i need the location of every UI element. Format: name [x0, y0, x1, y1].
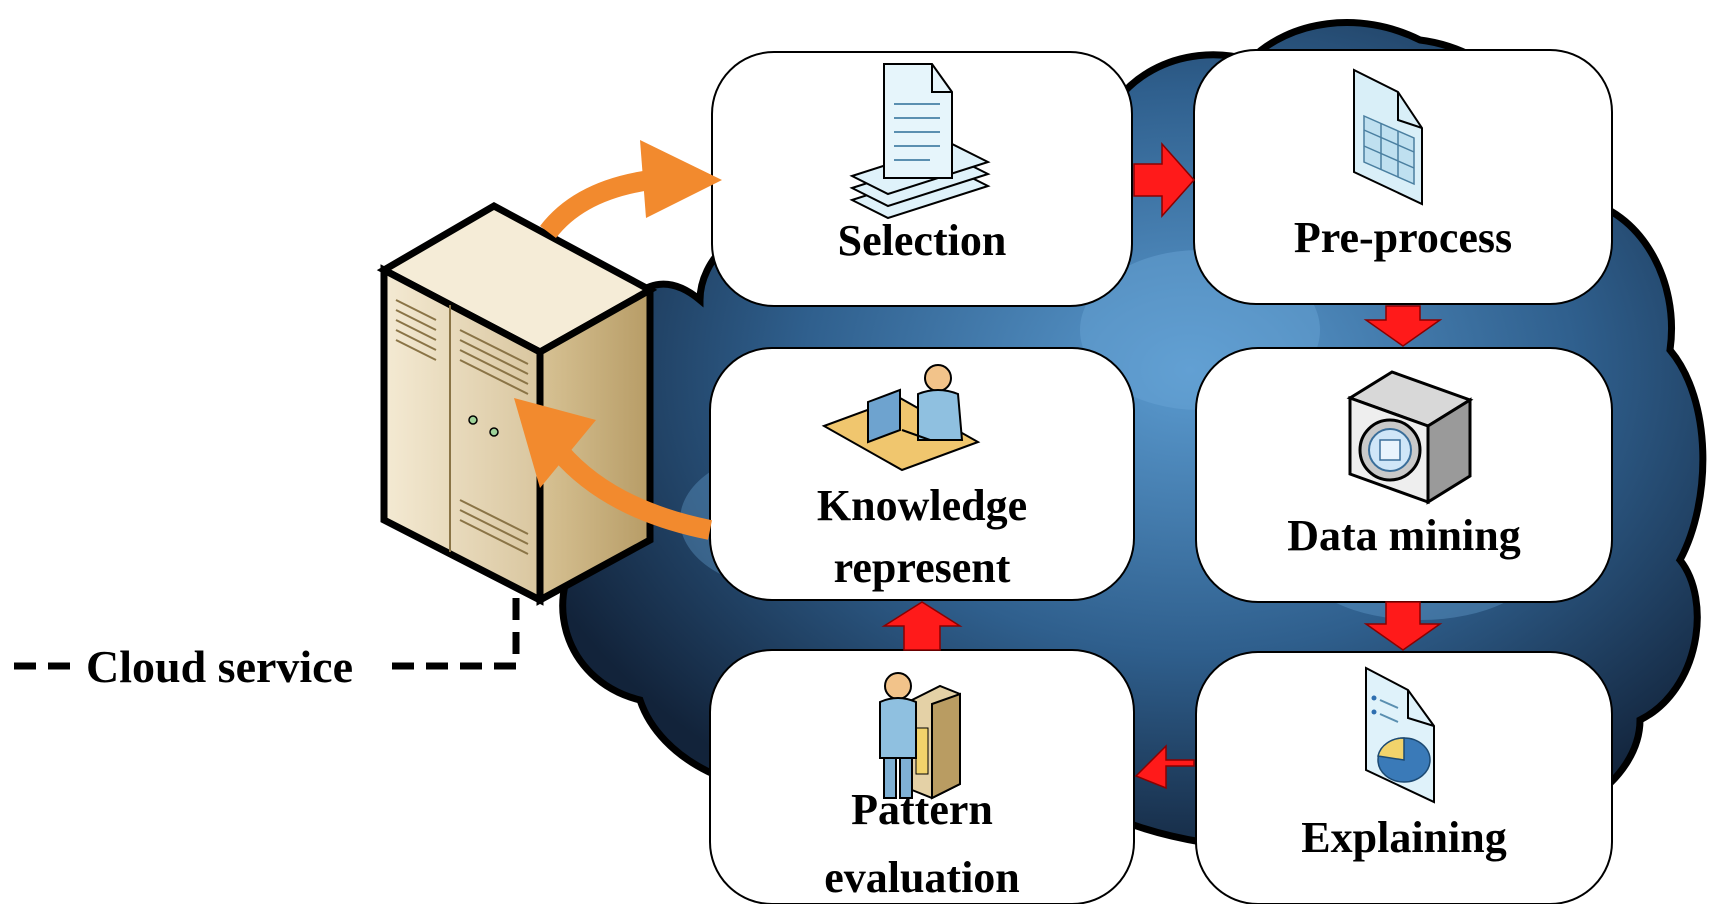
person-at-desk-icon — [821, 364, 981, 472]
server-icon — [376, 201, 658, 606]
step-evaluation-label-line2: evaluation — [824, 853, 1020, 902]
pie-chart-document-icon — [1365, 666, 1435, 804]
step-explaining-label: Explaining — [1301, 813, 1506, 862]
arrow-server-to-selection-head — [640, 140, 722, 218]
arrow-knowledge-to-server — [552, 445, 712, 540]
spreadsheet-document-icon — [1353, 68, 1423, 206]
arrow-preprocess-to-datamining — [1363, 305, 1443, 347]
arrow-knowledge-to-server-head — [514, 398, 596, 488]
step-knowledge-label-line1: Knowledge — [817, 481, 1027, 530]
server-arrows — [514, 140, 722, 540]
step-preprocess-label: Pre-process — [1294, 213, 1512, 262]
step-datamining-label: Data mining — [1287, 511, 1520, 560]
person-with-server-icon — [879, 672, 961, 800]
step-evaluation: Pattern evaluation — [709, 649, 1135, 904]
cloud-service-connector: Cloud service — [14, 598, 520, 692]
step-evaluation-label-line1: Pattern — [851, 785, 993, 834]
magnifier-box-icon — [1346, 370, 1474, 505]
arrow-evaluation-to-knowledge — [881, 601, 963, 651]
arrow-explaining-to-evaluation — [1134, 744, 1195, 790]
documents-stack-icon — [849, 63, 991, 220]
step-knowledge: Knowledge represent — [709, 347, 1135, 601]
step-preprocess: Pre-process — [1193, 49, 1613, 305]
arrow-selection-to-preprocess — [1133, 142, 1196, 218]
flow-arrows — [881, 142, 1443, 790]
step-datamining: Data mining — [1195, 347, 1613, 603]
step-explaining: Explaining — [1195, 651, 1613, 904]
cloud-service-label: Cloud service — [86, 641, 353, 692]
step-selection: Selection — [711, 51, 1133, 307]
step-knowledge-label-line2: represent — [834, 543, 1011, 592]
arrow-server-to-selection — [540, 170, 652, 239]
step-selection-label: Selection — [838, 216, 1007, 265]
arrow-datamining-to-explaining — [1363, 601, 1443, 651]
